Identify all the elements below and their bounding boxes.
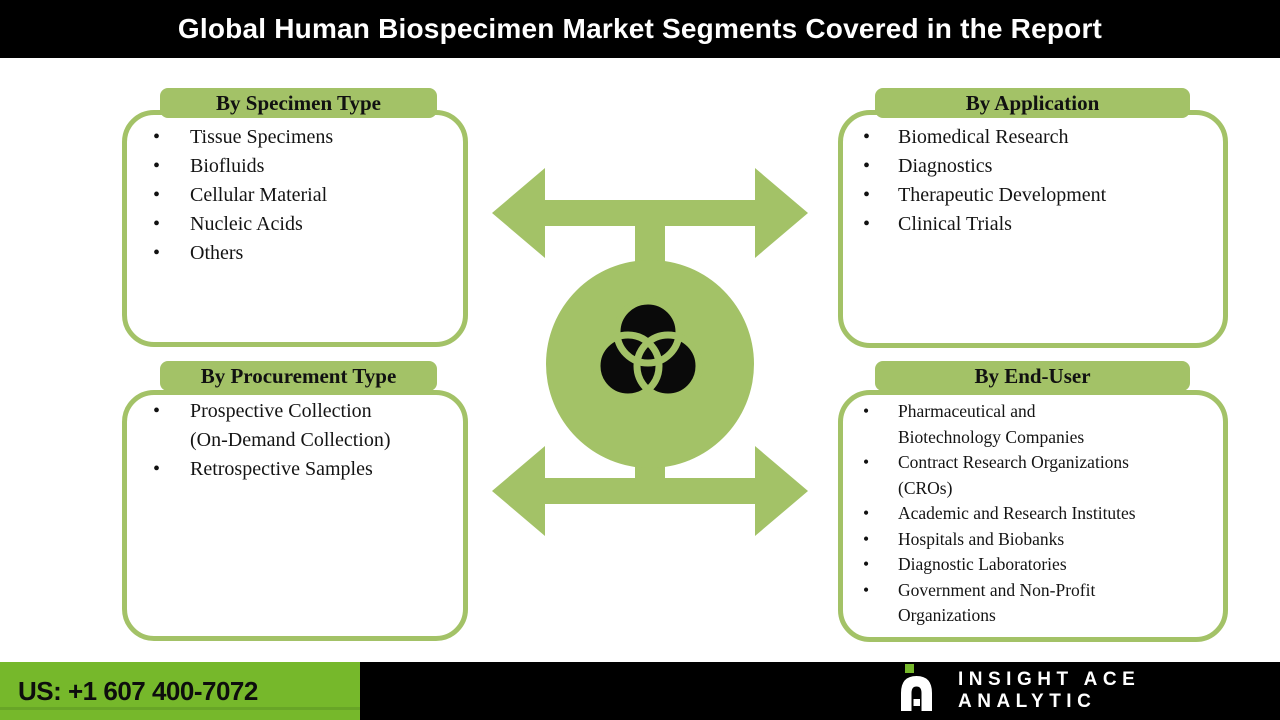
brand-name: INSIGHT ACE ANALYTIC: [958, 669, 1141, 712]
segment-box-application: Biomedical Research Diagnostics Therapeu…: [838, 110, 1228, 348]
top-double-arrow: [492, 168, 808, 293]
list-item: Others: [153, 239, 453, 268]
list-item: Nucleic Acids: [153, 210, 453, 239]
segment-tab-specimen-type: By Specimen Type: [160, 88, 437, 118]
list-item: Clinical Trials: [863, 210, 1211, 239]
segment-tab-label: By Procurement Type: [200, 363, 397, 388]
list-item: Retrospective Samples: [153, 455, 453, 484]
list-item: Cellular Material: [153, 181, 453, 210]
list-item: Diagnostics: [863, 152, 1211, 181]
phone-number: US: +1 607 400-7072: [18, 675, 258, 706]
segment-tab-end-user: By End-User: [875, 361, 1190, 391]
segment-list-specimen-type: Tissue Specimens Biofluids Cellular Mate…: [127, 123, 463, 268]
bottom-double-arrow: [492, 420, 808, 536]
segment-box-end-user: Pharmaceutical and Biotechnology Compani…: [838, 390, 1228, 642]
brand-logo: [901, 664, 932, 711]
venn-diagram-icon: [593, 297, 703, 401]
list-item: Tissue Specimens: [153, 123, 453, 152]
list-item: Contract Research Organizations (CROs): [863, 450, 1211, 501]
segment-tab-procurement-type: By Procurement Type: [160, 361, 437, 391]
logo-mark-icon: [901, 664, 932, 711]
footer-seam-line: [0, 707, 360, 710]
list-item: Pharmaceutical and Biotechnology Compani…: [863, 399, 1211, 450]
segment-box-specimen-type: Tissue Specimens Biofluids Cellular Mate…: [122, 110, 468, 347]
list-item: Biomedical Research: [863, 123, 1211, 152]
list-item: Prospective Collection (On-Demand Collec…: [153, 397, 453, 455]
segment-tab-label: By Application: [965, 90, 1100, 115]
list-item: Biofluids: [153, 152, 453, 181]
list-item: Government and Non-Profit Organizations: [863, 578, 1211, 629]
phone-badge: US: +1 607 400-7072: [0, 662, 360, 720]
segment-tab-label: By End-User: [974, 363, 1091, 388]
segment-list-end-user: Pharmaceutical and Biotechnology Compani…: [843, 399, 1223, 629]
hub-circle: [546, 260, 754, 468]
segment-list-procurement-type: Prospective Collection (On-Demand Collec…: [127, 397, 463, 484]
footer-bar: US: +1 607 400-7072 INSIGHT ACE ANALYTIC: [0, 662, 1280, 720]
segment-box-procurement-type: Prospective Collection (On-Demand Collec…: [122, 390, 468, 641]
page-title: Global Human Biospecimen Market Segments…: [177, 13, 1103, 44]
title-bar: Global Human Biospecimen Market Segments…: [0, 0, 1280, 58]
segment-list-application: Biomedical Research Diagnostics Therapeu…: [843, 123, 1223, 239]
list-item: Academic and Research Institutes: [863, 501, 1211, 527]
segment-tab-label: By Specimen Type: [216, 90, 381, 115]
list-item: Therapeutic Development: [863, 181, 1211, 210]
list-item: Diagnostic Laboratories: [863, 552, 1211, 578]
segment-tab-application: By Application: [875, 88, 1190, 118]
list-item: Hospitals and Biobanks: [863, 527, 1211, 553]
